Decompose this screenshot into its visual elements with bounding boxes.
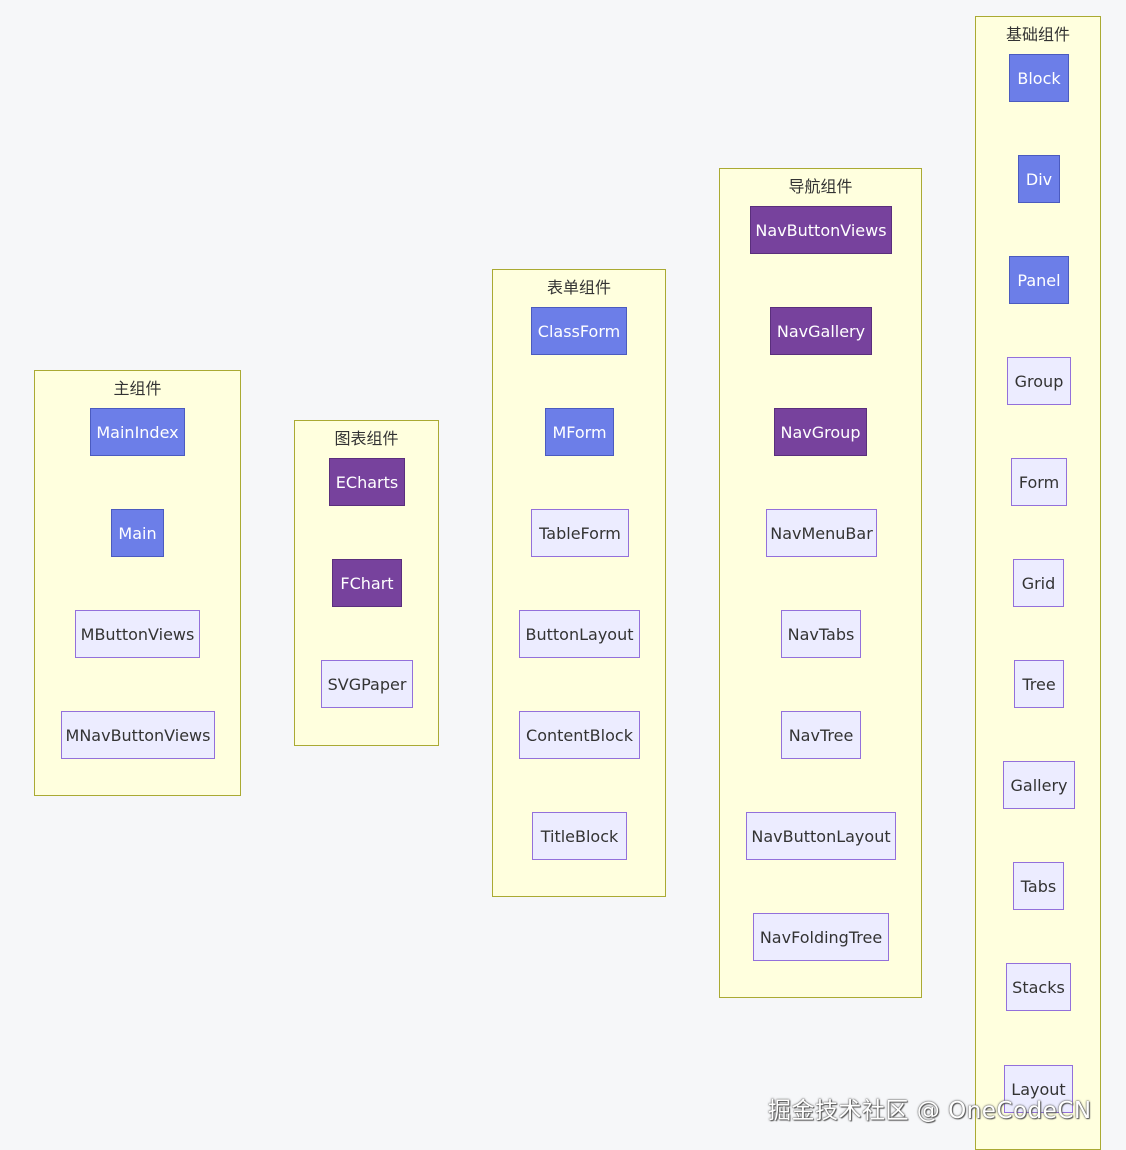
node-mnavbuttonviews[interactable]: MNavButtonViews <box>61 711 215 759</box>
group-chart-components: 图表组件 ECharts FChart SVGPaper <box>294 420 439 746</box>
node-tableform[interactable]: TableForm <box>531 509 629 557</box>
node-tree[interactable]: Tree <box>1014 660 1064 708</box>
node-navbuttonlayout[interactable]: NavButtonLayout <box>746 812 896 860</box>
group-nav-components: 导航组件 NavButtonViews NavGallery NavGroup … <box>719 168 922 998</box>
node-navtabs[interactable]: NavTabs <box>781 610 861 658</box>
node-layout[interactable]: Layout <box>1004 1065 1073 1113</box>
node-mform[interactable]: MForm <box>545 408 614 456</box>
node-gallery[interactable]: Gallery <box>1003 761 1075 809</box>
group-main-components: 主组件 MainIndex Main MButtonViews MNavButt… <box>34 370 241 796</box>
node-mbuttonviews[interactable]: MButtonViews <box>75 610 200 658</box>
node-contentblock[interactable]: ContentBlock <box>519 711 640 759</box>
group-title: 主组件 <box>113 379 162 398</box>
node-tabs[interactable]: Tabs <box>1013 862 1064 910</box>
group-title: 图表组件 <box>334 429 399 448</box>
node-navmenubar[interactable]: NavMenuBar <box>766 509 877 557</box>
node-navtree[interactable]: NavTree <box>781 711 861 759</box>
node-svgpaper[interactable]: SVGPaper <box>321 660 413 708</box>
group-title: 导航组件 <box>788 177 853 196</box>
node-form[interactable]: Form <box>1011 458 1067 506</box>
node-titleblock[interactable]: TitleBlock <box>532 812 627 860</box>
node-group[interactable]: Group <box>1007 357 1071 405</box>
node-stacks[interactable]: Stacks <box>1006 963 1071 1011</box>
node-panel[interactable]: Panel <box>1009 256 1069 304</box>
node-navfoldingtree[interactable]: NavFoldingTree <box>753 913 889 961</box>
node-div[interactable]: Div <box>1018 155 1060 203</box>
group-title: 表单组件 <box>546 278 611 297</box>
node-navbuttonviews[interactable]: NavButtonViews <box>750 206 892 254</box>
node-grid[interactable]: Grid <box>1013 559 1064 607</box>
node-echarts[interactable]: ECharts <box>329 458 405 506</box>
group-base-components: 基础组件 Block Div Panel Group Form Grid Tre… <box>975 16 1101 1150</box>
watermark: 掘金技术社区 @ OneCodeCN <box>768 1098 1092 1124</box>
node-navgroup[interactable]: NavGroup <box>774 408 867 456</box>
node-classform[interactable]: ClassForm <box>531 307 627 355</box>
group-form-components: 表单组件 ClassForm MForm TableForm ButtonLay… <box>492 269 666 897</box>
group-title: 基础组件 <box>1005 25 1070 44</box>
node-main[interactable]: Main <box>111 509 164 557</box>
node-buttonlayout[interactable]: ButtonLayout <box>519 610 640 658</box>
node-block[interactable]: Block <box>1009 54 1069 102</box>
node-mainindex[interactable]: MainIndex <box>90 408 185 456</box>
node-fchart[interactable]: FChart <box>332 559 402 607</box>
node-navgallery[interactable]: NavGallery <box>770 307 872 355</box>
